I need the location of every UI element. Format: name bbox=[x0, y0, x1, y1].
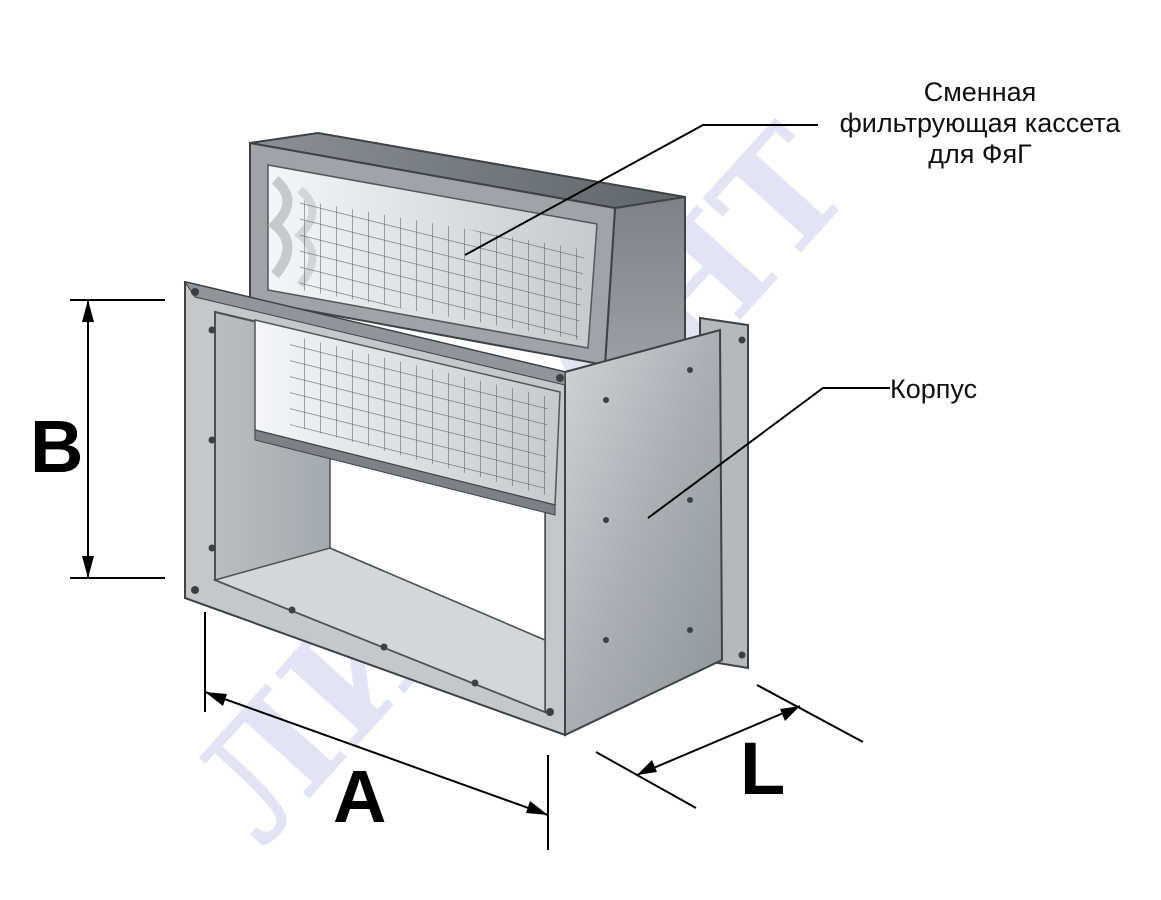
filter-cassette bbox=[249, 131, 686, 367]
cassette-label-line-3: для ФяГ bbox=[928, 139, 1032, 169]
dimension-l-label: L bbox=[740, 727, 786, 810]
body-leader bbox=[647, 387, 890, 519]
cassette-leader bbox=[464, 124, 818, 256]
cassette-label-line-1: Сменная bbox=[923, 77, 1037, 107]
cassette-label-line-2: фильтрующая кассета bbox=[839, 108, 1121, 138]
body-label-text: Корпус bbox=[890, 374, 978, 404]
dimension-b-label: B bbox=[30, 405, 84, 488]
dimension-lines bbox=[70, 299, 864, 850]
dimension-a-label: A bbox=[333, 755, 387, 838]
leader-lines bbox=[464, 124, 890, 519]
filter-housing-body bbox=[183, 280, 749, 737]
body-label: Корпус bbox=[890, 374, 977, 405]
cassette-label: Сменная фильтрующая кассета для ФяГ bbox=[800, 77, 1160, 170]
